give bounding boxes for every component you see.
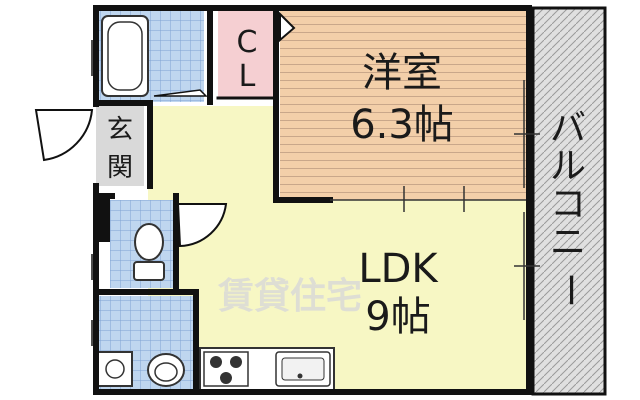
- ldk-room: [148, 106, 526, 390]
- watermark-text: 賃貸住宅: [217, 275, 362, 317]
- closet: [218, 10, 278, 98]
- entrance-label-line1: 玄: [107, 115, 133, 145]
- entrance: [96, 106, 144, 186]
- western-room-name: 洋室: [362, 50, 442, 96]
- toilet-door: [176, 203, 228, 248]
- washroom: [96, 296, 194, 390]
- balcony-char-5: ー: [549, 272, 590, 308]
- ldk-room-name: LDK: [358, 246, 439, 292]
- balcony: [531, 6, 607, 396]
- western-room-size: 6.3帖: [350, 102, 454, 148]
- entrance-door: [34, 109, 94, 162]
- bath-door: [153, 89, 208, 97]
- ldk-room-size: 9帖: [365, 294, 430, 340]
- bathtub-icon: [101, 15, 149, 97]
- entrance-label-line2: 関: [107, 153, 133, 183]
- sink-icon: [275, 351, 331, 387]
- balcony-char-1: バ: [550, 108, 586, 149]
- closet-label-line2: L: [239, 59, 256, 94]
- washbasin-icon: [147, 353, 185, 387]
- bathroom: [96, 10, 204, 102]
- closet-door: [279, 11, 296, 43]
- toilet-icon: [133, 223, 165, 281]
- closet-label-line1: C: [237, 25, 258, 60]
- stove-icon: [203, 351, 249, 387]
- balcony-char-2: ル: [550, 146, 586, 187]
- balcony-char-4: ニ: [550, 222, 586, 263]
- wall-block: [96, 196, 110, 242]
- balcony-char-3: コ: [550, 184, 586, 225]
- kitchen-counter: [199, 347, 335, 391]
- washer-pan-icon: [97, 351, 133, 387]
- toilet-room: [110, 200, 174, 288]
- partition-lines: [330, 80, 540, 320]
- western-room: [280, 10, 526, 200]
